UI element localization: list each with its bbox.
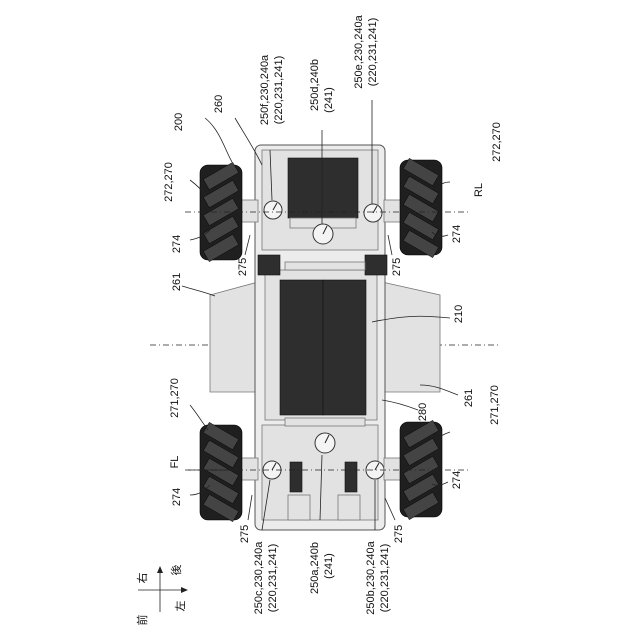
leader-280 [382, 400, 418, 410]
leader-275-tr [388, 235, 392, 255]
block-upper-right [365, 255, 387, 275]
label-274-tr: 274 [451, 225, 463, 243]
label-261-right: 261 [463, 389, 475, 407]
lower-part-1 [290, 462, 302, 492]
label-271-left: 271,270 [169, 378, 181, 418]
center-panel-right [323, 280, 366, 415]
lower-bracket-right [338, 495, 360, 520]
label-fl: FL [169, 456, 181, 469]
compass-right: 右 [135, 573, 149, 584]
label-250c: 250c,230,240a [253, 541, 265, 615]
label-250f-sub: (220,231,241) [273, 56, 285, 125]
side-plate-right [382, 282, 440, 392]
center-panel-left [280, 280, 323, 415]
label-210: 210 [453, 305, 465, 323]
lower-part-2 [345, 462, 357, 492]
leader-275-br [385, 498, 395, 520]
wheel-rear-right [400, 158, 442, 257]
hub-rear-right [384, 200, 402, 222]
label-260: 260 [213, 95, 225, 113]
label-250a-sub: (241) [323, 553, 335, 579]
leader-271-left [190, 405, 208, 430]
block-upper-left [258, 255, 280, 275]
label-274-bl: 274 [171, 488, 183, 506]
label-272-right: 272,270 [491, 122, 503, 162]
label-250d: 250d,240b [309, 59, 321, 111]
label-261-left: 261 [171, 273, 183, 291]
upper-rail [285, 262, 365, 270]
compass-front: 前 [135, 615, 149, 626]
gauge-250d [313, 224, 333, 244]
battery-block [288, 158, 358, 218]
label-250b: 250b,230,240a [365, 540, 377, 614]
label-272-left: 272,270 [163, 162, 175, 202]
label-250b-sub: (220,231,241) [379, 544, 391, 613]
label-275-br: 275 [393, 525, 405, 543]
leader-261-left [182, 286, 215, 296]
label-250a: 250a,240b [309, 542, 321, 594]
compass-arrow-up-icon [157, 566, 163, 573]
compass-left: 左 [174, 601, 187, 612]
label-275-tr: 275 [391, 258, 403, 276]
leader-200 [205, 118, 232, 162]
label-280: 280 [417, 403, 429, 421]
hub-front-left [240, 458, 258, 480]
gauge-250e [364, 204, 382, 222]
label-250e-sub: (220,231,241) [367, 18, 379, 87]
lower-rail [285, 418, 365, 426]
label-274-tl: 274 [171, 235, 183, 253]
label-275-tl: 275 [237, 258, 249, 276]
label-200: 200 [173, 113, 185, 131]
direction-compass: 右 後 前 左 [135, 565, 188, 626]
hub-rear-left [240, 200, 258, 222]
label-250c-sub: (220,231,241) [267, 544, 279, 613]
label-271-right: 271,270 [489, 385, 501, 425]
label-250e: 250e,230,240a [353, 14, 365, 88]
gauge-250a [315, 433, 335, 453]
label-275-bl: 275 [239, 525, 251, 543]
hub-front-right [384, 458, 402, 480]
compass-arrow-right-icon [181, 587, 188, 593]
leader-275-tl [245, 235, 250, 255]
gauge-250f [264, 201, 282, 219]
side-plate-left [210, 282, 258, 392]
compass-rear: 後 [169, 565, 183, 576]
leader-275-bl [248, 495, 252, 520]
label-250f: 250f,230,240a [259, 54, 271, 125]
label-274-br: 274 [451, 471, 463, 489]
label-250d-sub: (241) [323, 87, 335, 113]
wheel-front-left [200, 422, 242, 521]
lower-bracket-left [288, 495, 310, 520]
label-rl: RL [473, 183, 485, 197]
